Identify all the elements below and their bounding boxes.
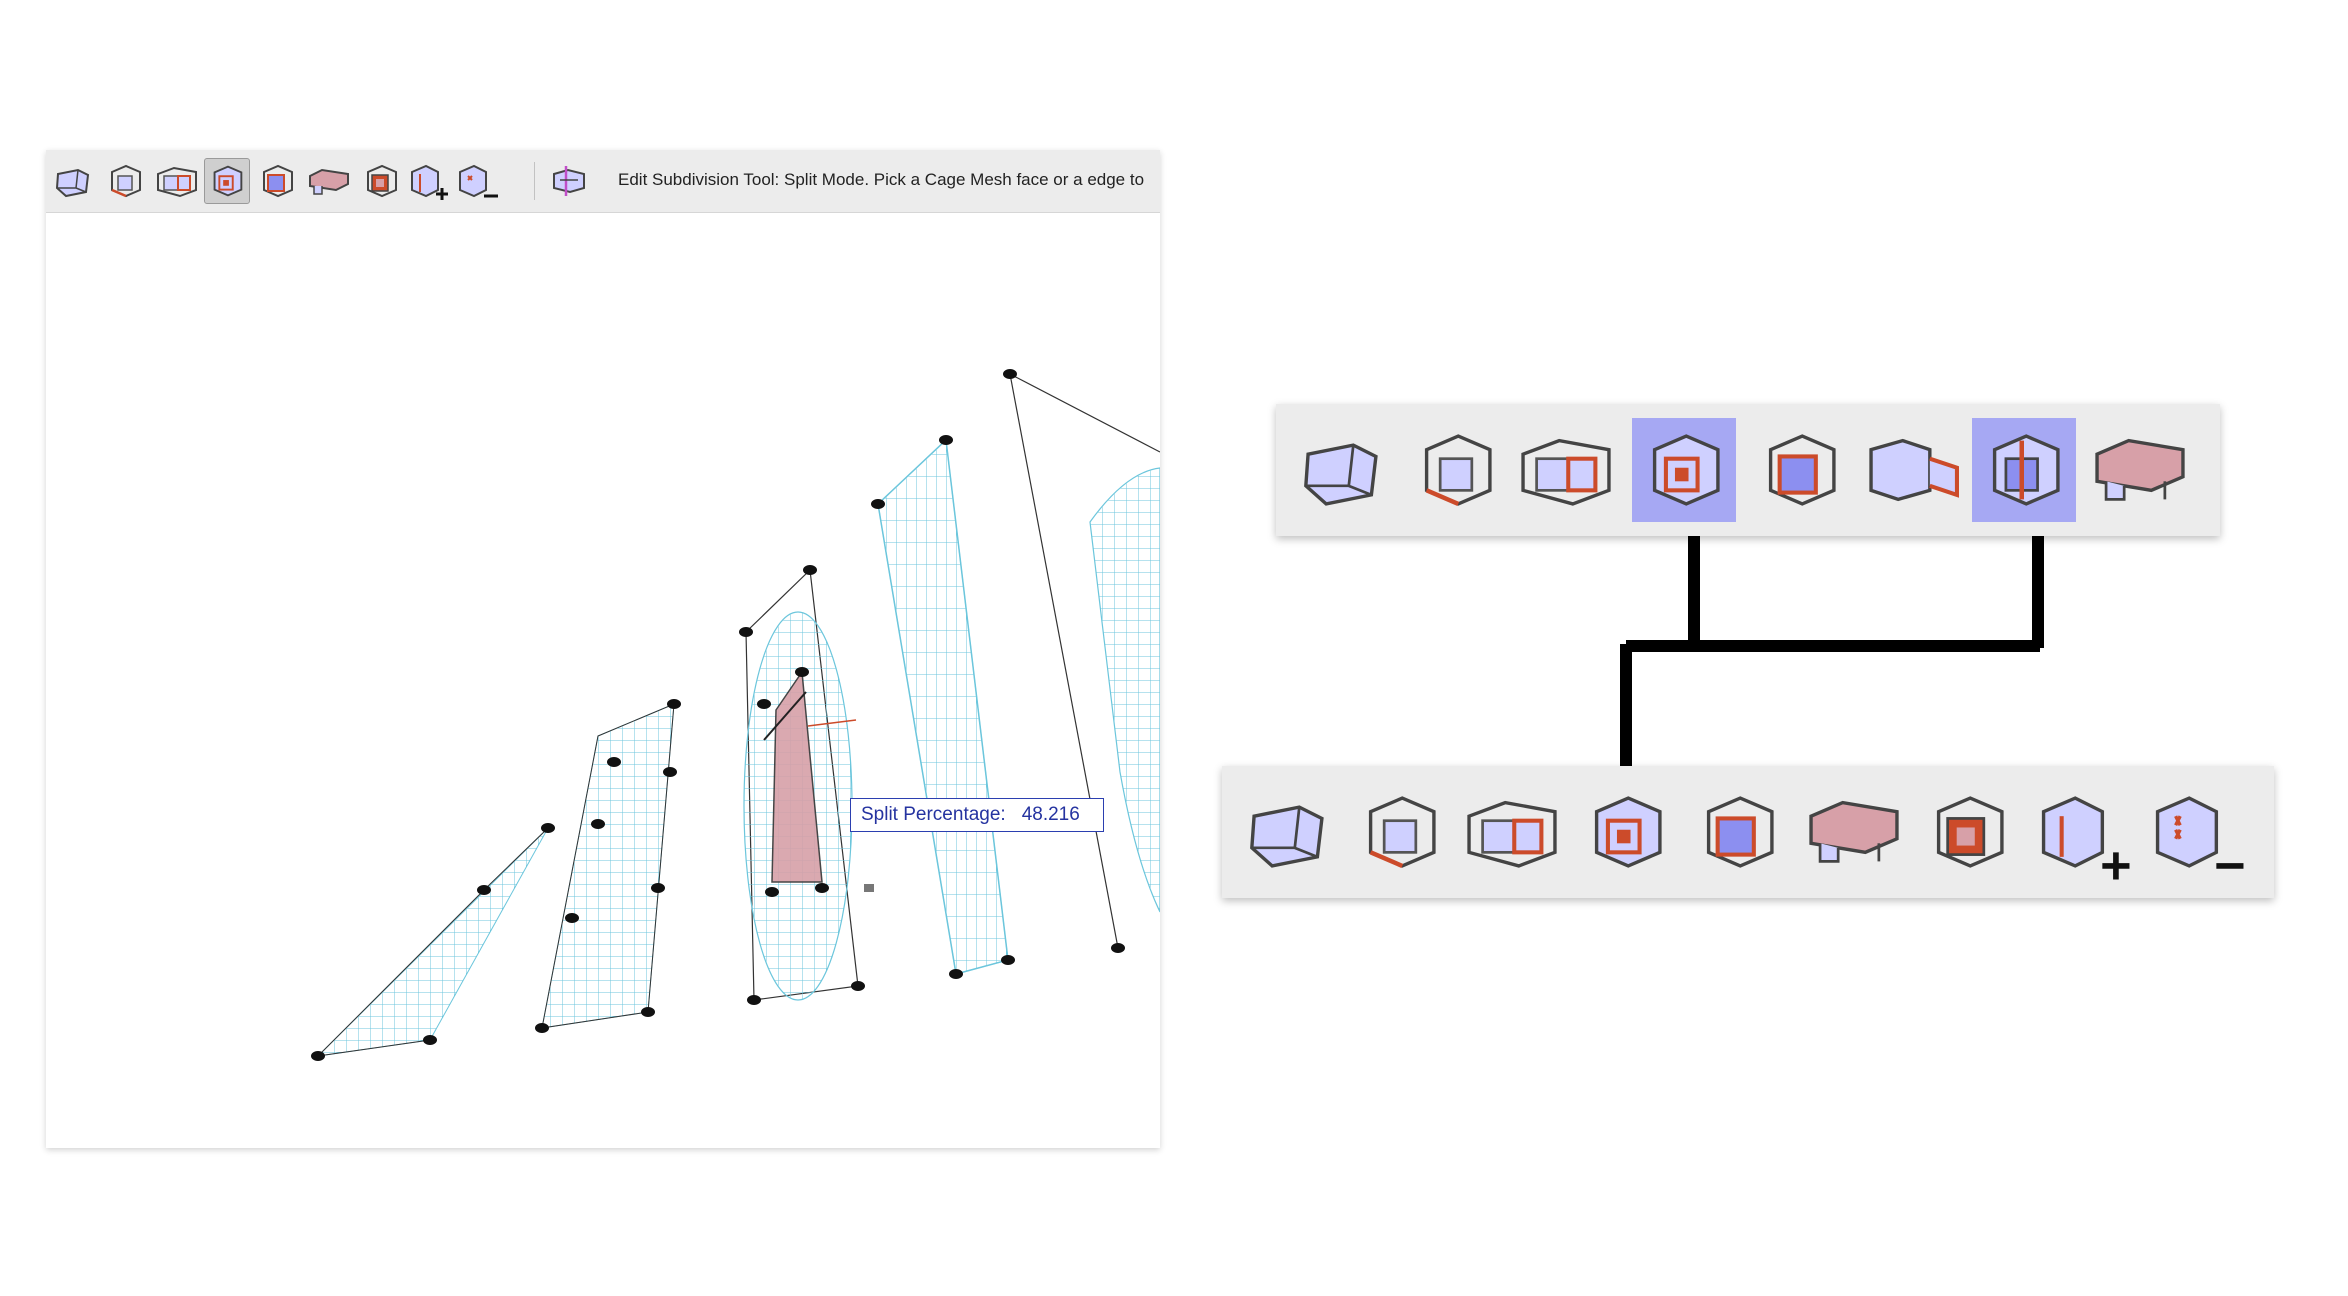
zoom-bottom-cage-box-button[interactable]: [1236, 780, 1340, 884]
subd-toolbar: Edit Subdivision Tool: Split Mode. Pick …: [46, 150, 1160, 213]
cage-split-face-icon: [1652, 434, 1720, 506]
cage-bridge-icon: [1809, 800, 1899, 863]
zoomed-toolbar-bottom: [1222, 766, 2274, 898]
cage-box-icon: [1304, 443, 1378, 506]
zoom-bottom-cage-bridge-button[interactable]: [1802, 780, 1906, 884]
zoom-top-cage-split-face-button[interactable]: [1632, 418, 1736, 522]
mesh-strip-1: [316, 827, 549, 1057]
zoom-top-cage-double-box-button[interactable]: [1514, 418, 1618, 522]
tooltip-label: Split Percentage:: [861, 804, 1006, 825]
zoom-bottom-cage-add-button[interactable]: [2030, 780, 2134, 884]
cage-toggle-icon: [553, 166, 585, 196]
status-message: Edit Subdivision Tool: Split Mode. Pick …: [618, 170, 1145, 189]
cage-inset-icon: [1936, 796, 2004, 868]
cage-inset-button[interactable]: [358, 158, 404, 204]
cage-remove-button[interactable]: [454, 158, 500, 204]
cage-extrude-button[interactable]: [306, 158, 352, 204]
zoom-bottom-cage-split-face-button[interactable]: [1574, 780, 1678, 884]
cage-double-box-icon: [1521, 438, 1611, 506]
zoom-bottom-cage-edge-button[interactable]: [1348, 780, 1452, 884]
zoom-bottom-cage-inset-button[interactable]: [1916, 780, 2020, 884]
cage-add-icon: [2041, 796, 2130, 880]
viewport-window: Edit Subdivision Tool: Split Mode. Pick …: [46, 150, 1160, 1148]
cage-extrude-icon: [1869, 438, 1959, 502]
cage-toggle-button[interactable]: [546, 158, 592, 204]
cage-edge-icon: [1424, 434, 1492, 506]
zoom-bottom-cage-double-box-button[interactable]: [1460, 780, 1564, 884]
cage-face-button[interactable]: [254, 158, 300, 204]
cage-box-icon: [1250, 805, 1324, 868]
cage-box-icon: [55, 168, 90, 198]
cage-inset-icon: [367, 164, 397, 198]
3d-viewport[interactable]: Split Percentage: 48.216: [46, 212, 1160, 1148]
cage-face-icon: [1706, 796, 1774, 868]
cage-double-box-icon: [157, 166, 197, 198]
cage-double-box-button[interactable]: [154, 158, 200, 204]
cage-face-icon: [263, 164, 293, 198]
zoom-top-cage-edge-button[interactable]: [1404, 418, 1508, 522]
zoomed-toolbar-top: [1276, 404, 2220, 536]
mesh-strip-3-selected: [743, 568, 859, 1001]
cage-box-button[interactable]: [50, 158, 96, 204]
cage-edge-icon: [1368, 796, 1436, 868]
cage-split-face-button[interactable]: [204, 158, 250, 204]
cage-split-face-icon: [1594, 796, 1662, 868]
toolbar-separator: [534, 162, 535, 200]
zoom-top-cage-box-button[interactable]: [1290, 418, 1394, 522]
zoom-bottom-cage-face-button[interactable]: [1686, 780, 1790, 884]
cage-bridge-icon: [2095, 438, 2185, 501]
zoom-top-cage-extrude-button[interactable]: [1862, 418, 1966, 522]
tooltip-value: 48.216: [1021, 804, 1080, 825]
control-points: [311, 369, 1125, 1061]
mesh-strip-5: [1009, 373, 1160, 949]
cage-edge-button[interactable]: [102, 158, 148, 204]
cage-edge-icon: [111, 164, 141, 198]
cage-remove-icon: [459, 164, 498, 198]
cage-extrude-icon: [309, 168, 349, 195]
zoom-top-cage-split-edge-button[interactable]: [1972, 418, 2076, 522]
cage-add-icon: [411, 164, 448, 200]
zoom-top-cage-bridge-button[interactable]: [2088, 418, 2192, 522]
cage-split-edge-icon: [1992, 434, 2060, 506]
split-percentage-tooltip: Split Percentage: 48.216: [850, 798, 1104, 832]
cage-remove-icon: [2155, 796, 2244, 869]
cage-add-button[interactable]: [406, 158, 452, 204]
cage-double-box-icon: [1467, 800, 1557, 868]
zoom-bottom-cage-remove-button[interactable]: [2144, 780, 2248, 884]
cage-face-icon: [1768, 434, 1836, 506]
cage-split-face-icon: [213, 165, 243, 197]
zoom-top-cage-face-button[interactable]: [1748, 418, 1852, 522]
